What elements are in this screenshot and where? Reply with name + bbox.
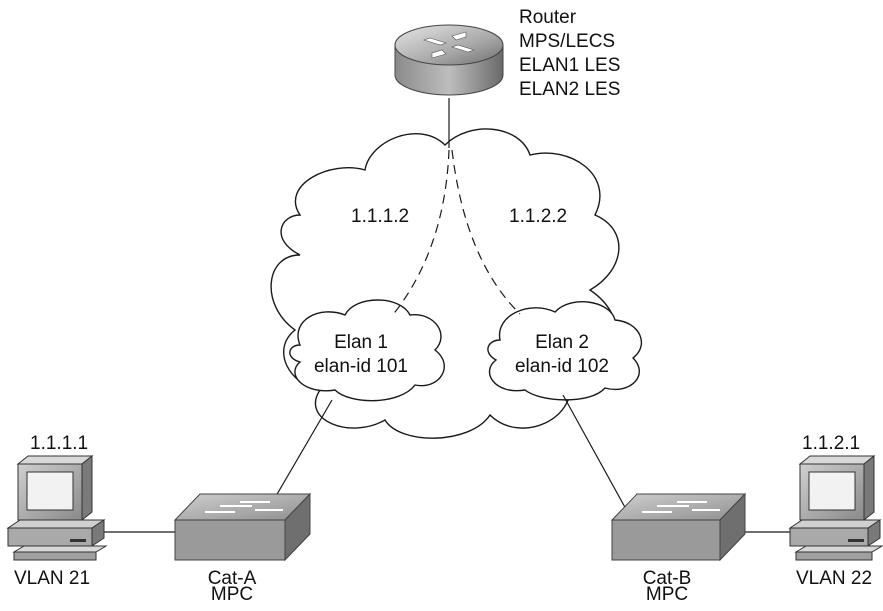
- switch-cat-b-icon: [610, 492, 747, 562]
- router-role-elan1-les: ELAN1 LES: [519, 55, 621, 76]
- switch-cat-a-icon: [173, 492, 312, 562]
- switch-left-name: Cat-A: [207, 568, 257, 589]
- router-icon: [394, 24, 504, 96]
- switch-left-role: MPC: [210, 584, 254, 605]
- elan1-id: elan-id 101: [313, 356, 409, 377]
- link-elan2-catb: [562, 394, 633, 521]
- router-role-mps-lecs: MPS/LECS: [519, 31, 616, 52]
- switch-right-role: MPC: [645, 584, 689, 605]
- elan1-name: Elan 1: [334, 332, 388, 353]
- elan1-cloud: [289, 299, 445, 402]
- elan2-name: Elan 2: [535, 332, 589, 353]
- pc-right-icon: [788, 454, 883, 561]
- router-role-elan2-les: ELAN2 LES: [519, 79, 621, 100]
- switch-right-name: Cat-B: [642, 568, 692, 589]
- pc-left-icon: [6, 454, 108, 561]
- link-address-left: 1.1.1.2: [351, 206, 410, 227]
- lane-path-elan1: [391, 149, 450, 317]
- host-left-vlan: VLAN 21: [13, 568, 91, 589]
- host-right-ip: 1.1.2.1: [802, 433, 861, 454]
- host-right-vlan: VLAN 22: [795, 568, 873, 589]
- elan2-cloud: [487, 301, 643, 401]
- link-address-right: 1.1.2.2: [509, 206, 568, 227]
- host-left-ip: 1.1.1.1: [30, 433, 89, 454]
- elan2-id: elan-id 102: [514, 356, 610, 377]
- router-label: Router: [519, 7, 577, 28]
